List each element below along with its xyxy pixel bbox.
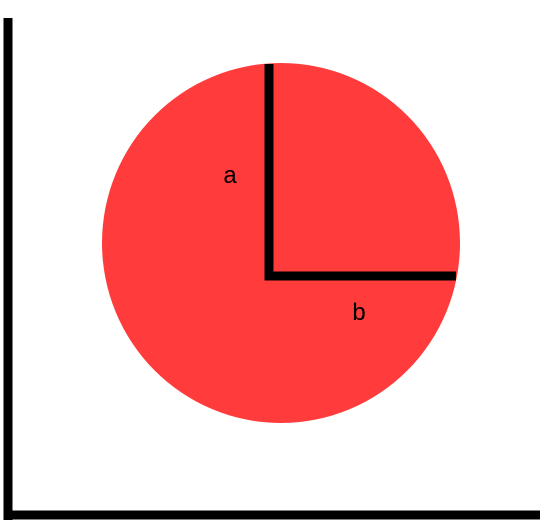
label-b: b [352, 299, 365, 326]
label-a: a [223, 162, 237, 189]
red-circle [102, 63, 460, 423]
